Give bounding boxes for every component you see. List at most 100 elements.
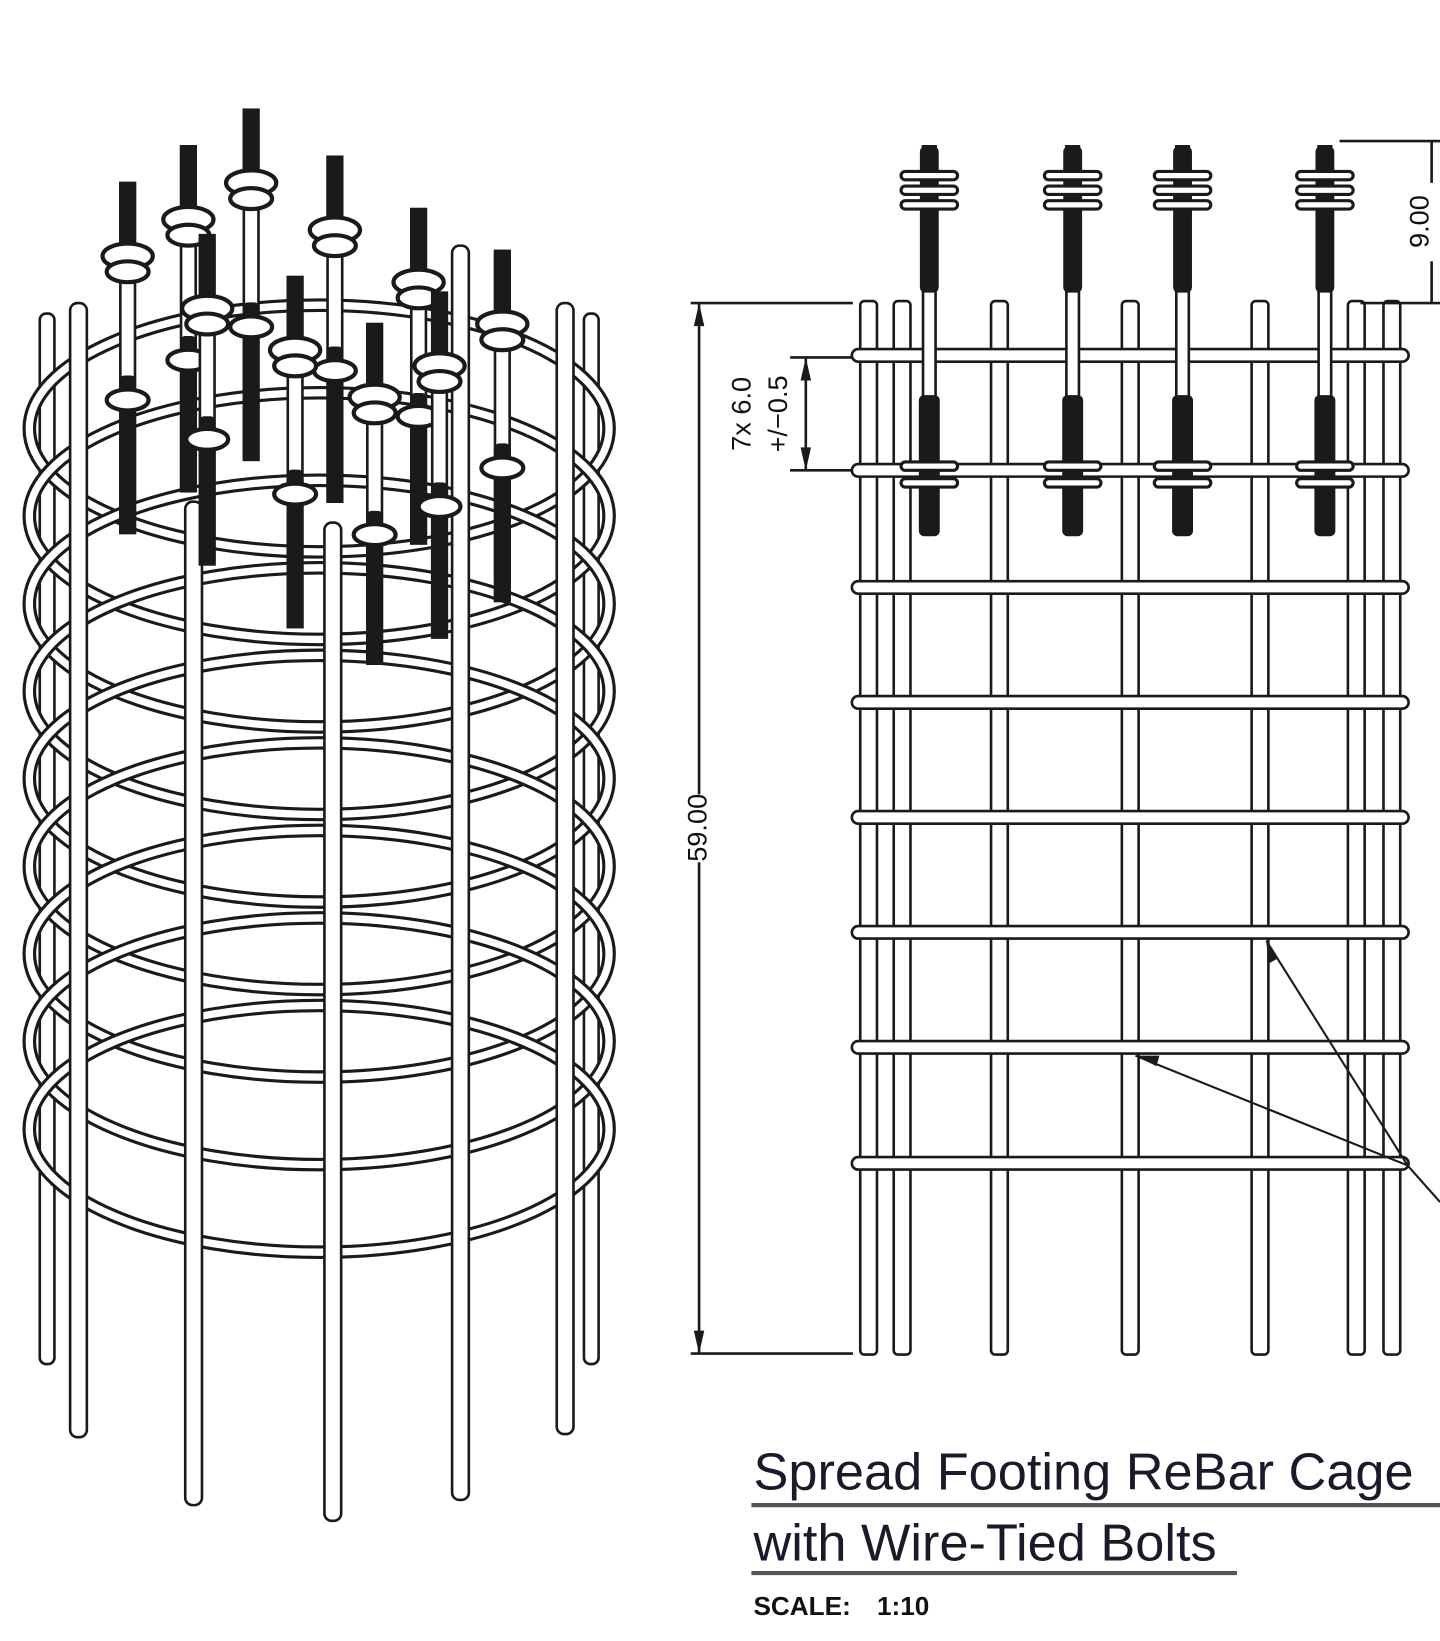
bolt-thread-top bbox=[326, 156, 344, 230]
bolt-lower-nut bbox=[1042, 460, 1103, 472]
bolt-nut bbox=[1152, 169, 1213, 182]
bolt-thread-top bbox=[180, 146, 197, 220]
scale-label: SCALE: bbox=[753, 1591, 850, 1621]
bolt-nut bbox=[1295, 199, 1355, 211]
bolt-thread-bottom bbox=[286, 469, 304, 628]
bolt-lower-nut bbox=[1152, 477, 1213, 489]
bolt-nut bbox=[1152, 199, 1213, 211]
vertical-rebar bbox=[1120, 299, 1140, 1356]
bolt-lower-washer bbox=[311, 358, 358, 384]
spacing-count-label: 7x 6.0 bbox=[725, 377, 756, 451]
drawing-title-line2: with Wire-Tied Bolts bbox=[752, 1515, 1216, 1573]
bolt-nut bbox=[899, 169, 960, 182]
hoop-bar bbox=[850, 924, 1410, 940]
bolt-lower-nut bbox=[1152, 460, 1213, 472]
bolt-nut bbox=[1295, 169, 1355, 182]
hoop-ring-inner bbox=[25, 476, 613, 731]
hoop-ring-inner bbox=[25, 301, 613, 556]
bolt-nut bbox=[479, 327, 526, 353]
overall-height-dimension-label: 59.00 bbox=[681, 794, 712, 862]
hoop-ring-inner bbox=[25, 651, 613, 906]
bolt-lower-washer bbox=[184, 426, 231, 452]
vertical-rebar bbox=[1250, 299, 1270, 1356]
drawing-title-line1: Spread Footing ReBar Cage bbox=[753, 1443, 1413, 1501]
vertical-rebar bbox=[183, 500, 204, 1507]
scale-value: 1:10 bbox=[877, 1591, 929, 1621]
bolt-thread-bottom bbox=[198, 416, 216, 565]
bolt-thread-top bbox=[431, 292, 448, 366]
leader-line bbox=[1265, 940, 1409, 1166]
bolt-lower-nut bbox=[1042, 477, 1103, 489]
hoop-bar bbox=[850, 1155, 1410, 1171]
vertical-rebar bbox=[450, 244, 471, 1502]
hoop-bar bbox=[850, 1039, 1410, 1055]
isometric-view bbox=[22, 108, 616, 1523]
bolt-nut bbox=[351, 400, 398, 426]
bolt-thread-top bbox=[919, 146, 939, 293]
bolt-lower-washer bbox=[104, 387, 151, 413]
bolt-thread-top bbox=[242, 109, 260, 183]
vertical-rebar bbox=[892, 299, 912, 1356]
hoop-bar bbox=[850, 579, 1410, 595]
bolt-thread-bottom bbox=[326, 346, 344, 502]
leader-line bbox=[1406, 1164, 1440, 1203]
dimensions bbox=[690, 139, 1440, 1355]
bolt-thread-bottom bbox=[242, 302, 260, 460]
bolt-lower-nut bbox=[899, 460, 960, 472]
leader-line bbox=[1135, 1054, 1408, 1167]
bolt-nut bbox=[311, 233, 358, 259]
bolt-thread-bottom bbox=[493, 443, 511, 602]
dimension-arrow bbox=[800, 357, 812, 381]
bolt-thread-bottom bbox=[180, 336, 197, 492]
hoop-ring-inner bbox=[25, 389, 613, 644]
hoop-ring-inner bbox=[25, 739, 613, 994]
bolt-nut bbox=[1042, 199, 1103, 211]
elevation-view bbox=[850, 145, 1410, 1356]
bolt-lower-washer bbox=[416, 493, 463, 520]
bolt-thread-bottom bbox=[431, 482, 448, 638]
bolt-nut bbox=[416, 368, 463, 395]
bolt-nut bbox=[899, 199, 960, 211]
bolt-lower-washer bbox=[479, 455, 526, 481]
bolt-nut bbox=[184, 311, 231, 337]
vertical-rebar bbox=[989, 299, 1010, 1356]
bolt-lower-washer bbox=[351, 522, 398, 548]
bolt-thread-top bbox=[1063, 146, 1083, 293]
bolt-thread-top bbox=[410, 209, 427, 283]
bolt-lower-washer bbox=[228, 314, 275, 340]
dimension-arrow bbox=[800, 447, 812, 471]
bolt-thread-top bbox=[198, 235, 216, 309]
vertical-rebar bbox=[1382, 299, 1402, 1356]
bolt-nut bbox=[1042, 169, 1103, 182]
hoop-bar bbox=[850, 809, 1410, 825]
bolt-thread-top bbox=[366, 324, 384, 398]
hoop-ring-inner bbox=[25, 826, 613, 1081]
vertical-rebar bbox=[858, 299, 879, 1356]
leader-arrow bbox=[1135, 1055, 1160, 1067]
bolt-nut bbox=[1152, 184, 1213, 196]
bolt-thread-bottom bbox=[119, 375, 137, 534]
dimension-arrow bbox=[693, 303, 705, 327]
hoop-bar bbox=[850, 347, 1410, 363]
vertical-rebar bbox=[1346, 299, 1366, 1356]
bolt-nut bbox=[104, 259, 151, 285]
spacing-tolerance-label: +/−0.5 bbox=[762, 375, 793, 452]
bolt-nut bbox=[899, 184, 960, 196]
dimension-arrow bbox=[693, 1330, 705, 1354]
bolt-thread-top bbox=[1315, 146, 1335, 293]
bolt-lower-nut bbox=[1295, 477, 1355, 489]
vertical-rebar bbox=[68, 301, 89, 1439]
bolt-lower-nut bbox=[899, 477, 960, 489]
bolt-thread-top bbox=[286, 276, 304, 351]
bolt-nut bbox=[1295, 184, 1355, 196]
leader-arrow bbox=[1266, 940, 1278, 964]
hoop-ring-inner bbox=[25, 914, 613, 1169]
bolt-thread-top bbox=[493, 250, 511, 325]
bolt-thread-bottom bbox=[366, 510, 384, 664]
bolt-projection-label: 9.00 bbox=[1403, 195, 1434, 248]
hoop-ring-inner bbox=[25, 564, 613, 819]
vertical-rebar bbox=[555, 301, 575, 1436]
bolt-lower-washer bbox=[272, 481, 319, 507]
bolt-nut bbox=[272, 353, 319, 379]
